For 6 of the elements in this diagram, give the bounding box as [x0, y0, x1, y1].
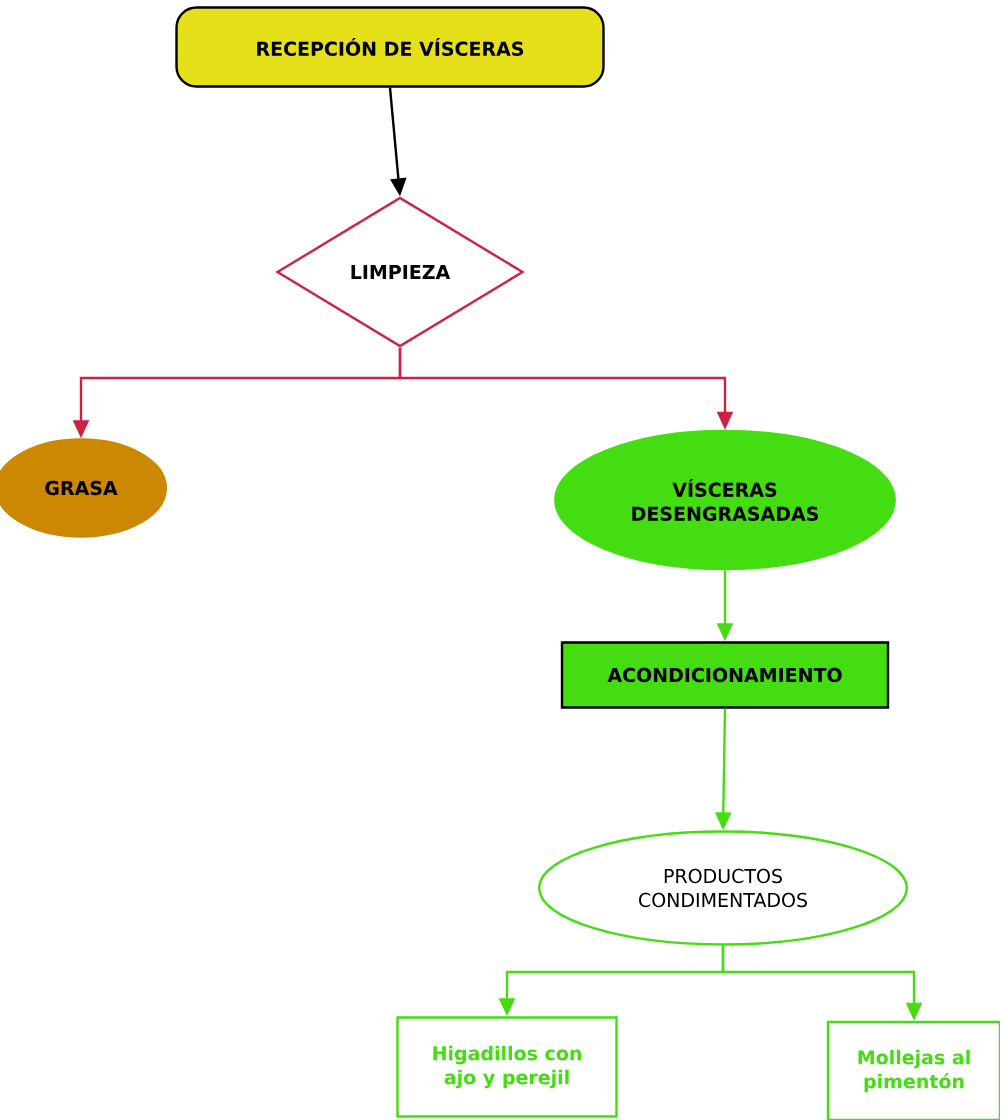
process-box: ACONDICIONAMIENTO [560, 641, 890, 709]
product-box: Higadillos con ajo y perejil [396, 1016, 618, 1118]
oval-node: PRODUCTOS CONDIMENTADOS [537, 830, 909, 946]
product-box: Mollejas al pimentón [826, 1020, 1000, 1120]
process-box: RECEPCIÓN DE VÍSCERAS [175, 6, 605, 88]
oval-node: VÍSCERAS DESENGRASADAS [554, 429, 896, 571]
